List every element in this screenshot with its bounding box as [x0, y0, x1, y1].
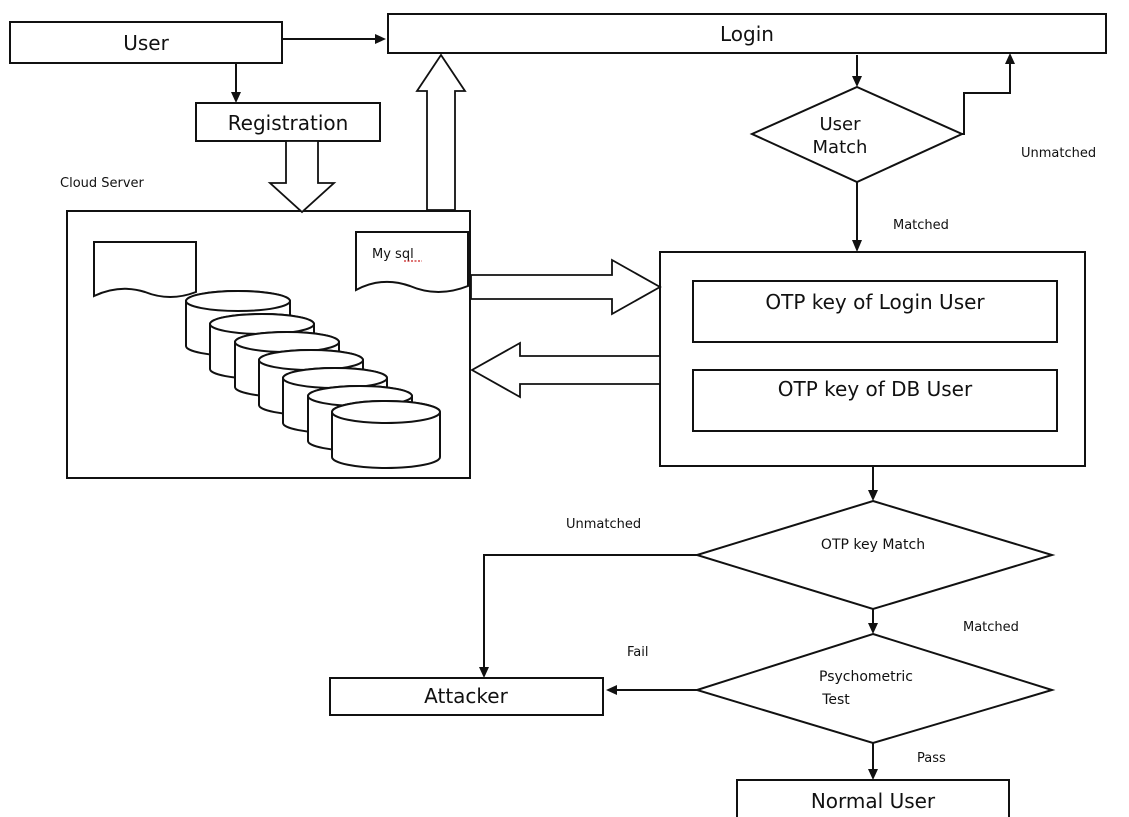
- otp-db-label: OTP key of DB User: [778, 377, 973, 401]
- attacker-label: Attacker: [424, 684, 508, 708]
- user-match-decision: User Match: [749, 85, 965, 184]
- normal-user-label: Normal User: [811, 789, 936, 813]
- otp-match-decision: OTP key Match: [693, 499, 1056, 611]
- otp-match-label: OTP key Match: [821, 537, 925, 553]
- user-label: User: [123, 31, 169, 55]
- unmatched-login-label: Unmatched: [1021, 146, 1096, 161]
- registration-label: Registration: [228, 111, 349, 135]
- psychometric-decision: Psychometric Test: [693, 632, 1056, 745]
- cloud-server-label: Cloud Server: [60, 176, 145, 191]
- user-match-label-line2: Match: [813, 137, 868, 158]
- attacker-node: Attacker: [329, 677, 604, 716]
- pass-label: Pass: [917, 751, 946, 766]
- user-match-label-line1: User: [819, 114, 861, 135]
- otp-container: OTP key of Login User OTP key of DB User: [659, 251, 1086, 467]
- mysql-document-icon: [355, 231, 469, 293]
- cloud-server-box: My sql: [66, 210, 471, 479]
- otp-login-label: OTP key of Login User: [765, 290, 985, 314]
- hollow-arrow-right: [470, 258, 662, 316]
- normal-user-node: Normal User: [736, 779, 1010, 817]
- unmatched-otp-label: Unmatched: [566, 517, 641, 532]
- user-node: User: [9, 21, 283, 64]
- fail-label: Fail: [627, 645, 648, 660]
- otp-login-box: [692, 280, 1058, 343]
- mysql-label: My sql: [372, 247, 414, 262]
- matched-otp-label: Matched: [963, 620, 1019, 635]
- hollow-arrow-up: [415, 53, 467, 211]
- database-stack-icon: [185, 290, 441, 469]
- connectors: [231, 34, 1015, 780]
- registration-node: Registration: [195, 102, 381, 142]
- hollow-arrow-left: [470, 341, 661, 399]
- document-icon: [93, 241, 197, 298]
- psychometric-label-line2: Test: [821, 692, 850, 708]
- hollow-arrow-down: [267, 140, 337, 214]
- login-label: Login: [720, 22, 774, 46]
- matched-user-label: Matched: [893, 218, 949, 233]
- psychometric-label-line1: Psychometric: [819, 669, 913, 685]
- otp-db-box: [692, 369, 1058, 432]
- login-node: Login: [387, 13, 1107, 54]
